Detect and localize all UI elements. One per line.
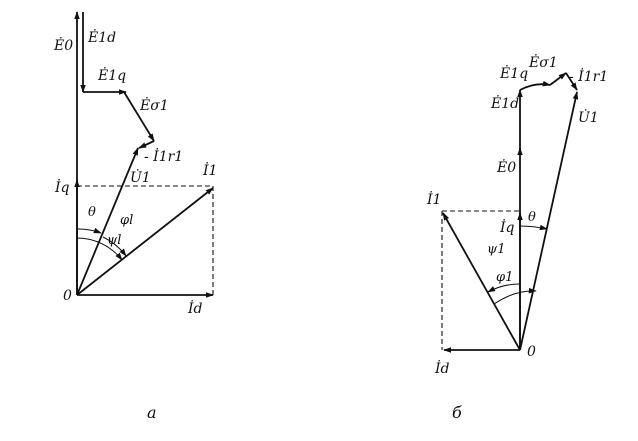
b-esigma1-label: Ėσ1 — [528, 53, 558, 71]
b-caption: б — [452, 403, 462, 422]
b-psi-arc — [487, 283, 521, 293]
a-e1d-label: Ė1d — [87, 28, 116, 46]
a-u1-label: U̇1 — [130, 168, 151, 186]
a-u1-vector — [76, 147, 139, 296]
a-esigma1-label: Ėσ1 — [139, 96, 169, 114]
b-e1q-vector — [519, 80, 551, 91]
a-e0-label: Ė0 — [53, 36, 73, 54]
a-iq-label: İq — [54, 178, 70, 196]
b-u1-label: U̇1 — [578, 108, 599, 126]
a-phi-arc — [102, 236, 127, 257]
b-iq-label: İq — [499, 218, 515, 236]
a-theta-label: θ — [88, 205, 96, 220]
a-psi-arc — [76, 237, 123, 261]
b-psi-label: ψ1 — [487, 242, 505, 257]
b-i1r1-vector — [565, 72, 578, 91]
a-i1-vector — [76, 187, 214, 296]
a-origin-label: 0 — [63, 288, 72, 304]
a-id-label: İd — [187, 299, 203, 317]
b-i1-label: İ1 — [426, 190, 441, 208]
a-e1q-label: Ė1q — [97, 66, 126, 84]
b-i1-vector — [442, 212, 521, 351]
b-i1r1-label: - İ1r1 — [569, 67, 608, 85]
a-psi-label: ψl — [107, 233, 121, 248]
b-theta-arc — [519, 224, 548, 231]
diagram-a: 0 Ė0 Ė1d Ė1q Ėσ1 - İ1r1 U̇1 İq İ1 İd θ φ… — [53, 11, 217, 422]
b-e0-label: Ė0 — [496, 158, 516, 176]
b-phi-label: φ1 — [496, 270, 513, 285]
a-caption: а — [147, 403, 157, 422]
b-id-label: İd — [434, 359, 450, 377]
a-i1r1-label: - İ1r1 — [144, 147, 183, 165]
a-i1-label: İ1 — [202, 161, 217, 179]
a-i1r1-vector — [138, 140, 155, 149]
diagram-b: 0 Ė0 Ė1d Ė1q Ėσ1 - İ1r1 U̇1 İq İ1 İd θ ψ… — [426, 53, 608, 422]
b-theta-label: θ — [528, 210, 536, 225]
b-esigma1-vector — [549, 72, 567, 86]
b-u1-vector — [519, 91, 579, 351]
b-e1q-label: Ė1q — [499, 64, 528, 82]
b-phi-arc — [493, 287, 537, 305]
a-esigma1-vector — [123, 91, 155, 142]
a-theta-arc — [76, 227, 102, 234]
b-e1d-label: Ė1d — [490, 94, 519, 112]
b-origin-label: 0 — [527, 344, 536, 360]
a-phi-label: φl — [120, 213, 133, 228]
